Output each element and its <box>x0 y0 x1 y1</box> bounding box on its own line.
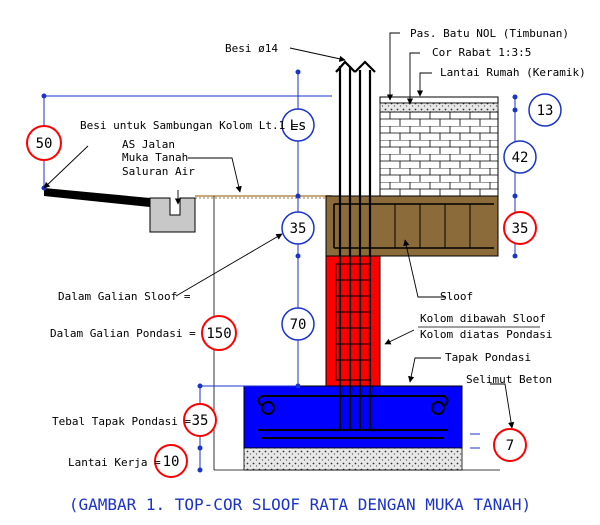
label-as-jalan: AS Jalan <box>122 138 175 151</box>
label-sloof: Sloof <box>440 290 473 303</box>
label-tebal-tapak: Tebal Tapak Pondasi = <box>52 415 191 428</box>
lean-concrete <box>243 447 463 471</box>
cor-rabat-layer <box>379 102 499 113</box>
dim-35-right: 35 <box>503 211 537 245</box>
svg-text:13: 13 <box>537 103 554 119</box>
dim-ls: Ls <box>281 108 315 142</box>
svg-text:35: 35 <box>290 221 307 237</box>
figure-caption: (GAMBAR 1. TOP-COR SLOOF RATA DENGAN MUK… <box>69 495 531 514</box>
sloof-beam <box>325 195 499 257</box>
road-surface <box>44 188 196 233</box>
label-lantai-kerja: Lantai Kerja = <box>68 456 161 469</box>
svg-text:50: 50 <box>36 136 53 152</box>
leaders <box>43 32 515 429</box>
dim-70: 70 <box>281 307 315 341</box>
label-kolom-bawah: Kolom dibawah Sloof <box>420 312 546 325</box>
svg-text:35: 35 <box>192 413 209 429</box>
dim-7: 7 <box>493 428 527 462</box>
label-lantai-rumah: Lantai Rumah (Keramik) <box>440 66 586 79</box>
dim-35-sloof: 35 <box>281 211 315 245</box>
dim-50: 50 <box>26 125 62 161</box>
column-main-bars <box>330 60 380 432</box>
label-dalam-galian-sloof: Dalam Galian Sloof = <box>58 290 191 303</box>
svg-text:42: 42 <box>512 150 529 166</box>
ground-line <box>195 195 332 199</box>
dim-42: 42 <box>503 140 537 174</box>
label-besi: Besi ø14 <box>225 42 278 55</box>
footing-rebar <box>257 395 449 439</box>
label-dalam-galian-pondasi: Dalam Galian Pondasi = <box>50 327 196 340</box>
label-saluran-air: Saluran Air <box>122 165 195 178</box>
svg-text:Ls: Ls <box>290 118 307 134</box>
column-below-sloof <box>325 255 381 387</box>
dim-150: 150 <box>201 315 237 351</box>
brick-wall <box>379 109 499 197</box>
dim-10: 10 <box>154 444 188 478</box>
label-pas-batu: Pas. Batu NOL (Timbunan) <box>410 27 569 40</box>
dim-dots <box>41 69 518 473</box>
dim-13: 13 <box>528 93 562 127</box>
label-muka-tanah: Muka Tanah <box>122 151 188 164</box>
label-kolom-atas: Kolom diatas Pondasi <box>420 328 552 341</box>
label-besi-sambungan: Besi untuk Sambungan Kolom Lt.1 = <box>80 119 299 132</box>
svg-text:10: 10 <box>163 454 180 470</box>
dim-35-tapak: 35 <box>183 403 217 437</box>
svg-text:150: 150 <box>206 326 231 342</box>
label-selimut-beton: Selimut Beton <box>466 373 552 386</box>
svg-text:35: 35 <box>512 221 529 237</box>
label-tapak-pondasi: Tapak Pondasi <box>445 351 531 364</box>
svg-text:70: 70 <box>290 317 307 333</box>
floor-tile <box>379 96 499 104</box>
label-cor-rabat: Cor Rabat 1:3:5 <box>432 46 531 59</box>
svg-text:7: 7 <box>506 438 514 454</box>
